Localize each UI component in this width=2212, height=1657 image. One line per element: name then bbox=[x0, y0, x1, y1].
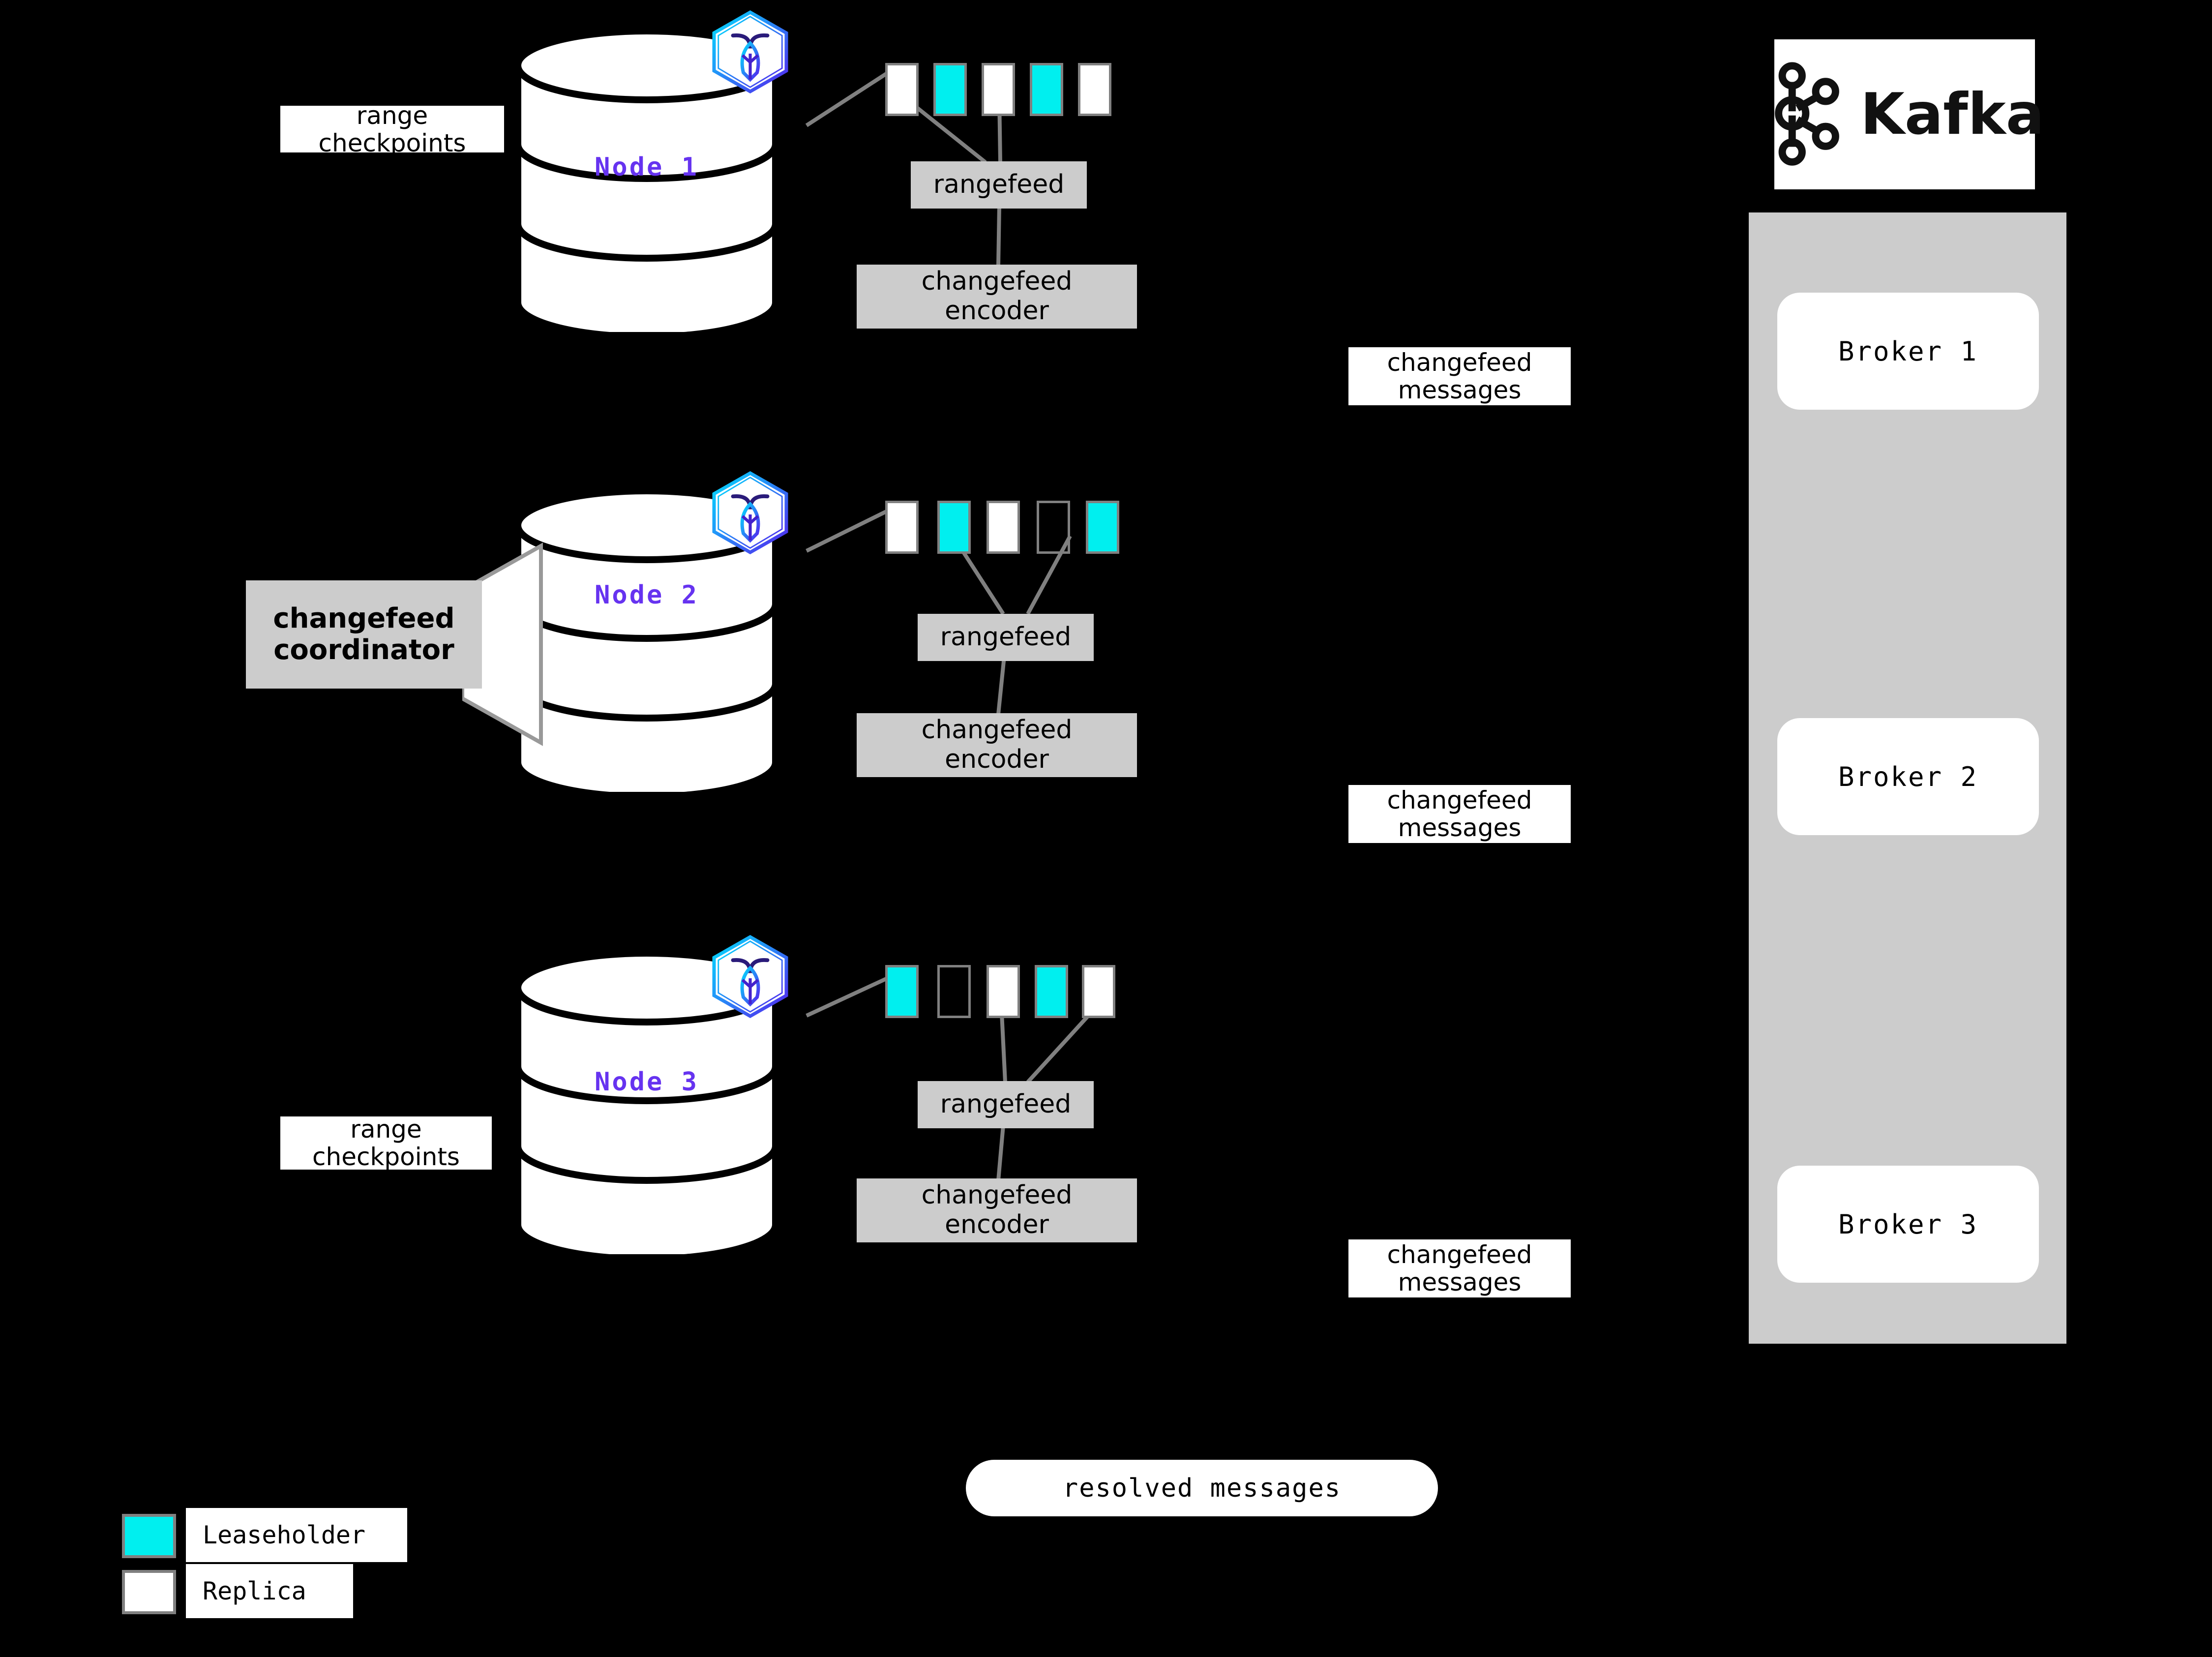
kafka-logo-text: Kafka bbox=[1860, 81, 2045, 148]
changefeed-messages-line2: messages bbox=[1398, 376, 1522, 404]
cockroachdb-hexagon-icon bbox=[707, 9, 793, 95]
node-1-label: Node 1 bbox=[595, 152, 699, 182]
changefeed-messages-line2: messages bbox=[1398, 1268, 1522, 1296]
node-1-changefeed-encoder-box[interactable]: changefeed encoder bbox=[857, 265, 1137, 329]
cockroachdb-hexagon-icon bbox=[707, 470, 793, 556]
range-replica[interactable] bbox=[986, 965, 1020, 1018]
resolved-messages-label: resolved messages bbox=[1062, 1473, 1342, 1503]
encoder-line1: changefeed bbox=[921, 1180, 1073, 1210]
range-replica[interactable] bbox=[986, 501, 1020, 554]
range-replica[interactable] bbox=[1078, 63, 1111, 116]
coordinator-line2: coordinator bbox=[273, 634, 454, 666]
range-leaseholder[interactable] bbox=[1086, 501, 1119, 554]
range-replica[interactable] bbox=[885, 63, 919, 116]
node-3-label: Node 3 bbox=[595, 1067, 699, 1097]
range-checkpoints-line2: checkpoints bbox=[312, 1143, 460, 1170]
rangefeed-label: rangefeed bbox=[933, 170, 1065, 200]
range-checkpoints-line1: range bbox=[350, 1116, 422, 1144]
broker-1[interactable]: Broker 1 bbox=[1777, 293, 2039, 410]
encoder-line2: encoder bbox=[945, 1210, 1049, 1239]
range-empty[interactable] bbox=[1037, 501, 1070, 554]
node-2-changefeed-encoder-box[interactable]: changefeed encoder bbox=[857, 713, 1137, 777]
range-checkpoints-line1: range bbox=[356, 106, 428, 130]
broker-label: Broker 2 bbox=[1838, 761, 1978, 792]
changefeed-messages-line1: changefeed bbox=[1387, 348, 1532, 377]
range-leaseholder[interactable] bbox=[937, 501, 971, 554]
range-empty[interactable] bbox=[937, 965, 971, 1018]
kafka-nodes-icon bbox=[1765, 60, 1849, 168]
resolved-messages-oval[interactable]: resolved messages bbox=[966, 1460, 1438, 1516]
cockroachdb-hexagon-icon bbox=[707, 934, 793, 1020]
changefeed-messages-line2: messages bbox=[1398, 813, 1522, 842]
broker-3[interactable]: Broker 3 bbox=[1777, 1166, 2039, 1283]
range-leaseholder[interactable] bbox=[885, 965, 919, 1018]
changefeed-messages-label-2: changefeed messages bbox=[1348, 785, 1571, 843]
range-leaseholder[interactable] bbox=[933, 63, 967, 116]
kafka-logo-box: Kafka bbox=[1774, 39, 2044, 189]
legend-label-replica: Replica bbox=[186, 1564, 353, 1618]
node-3-changefeed-encoder-box[interactable]: changefeed encoder bbox=[857, 1178, 1137, 1242]
rangefeed-label: rangefeed bbox=[940, 1089, 1072, 1119]
encoder-line1: changefeed bbox=[921, 715, 1073, 745]
changefeed-messages-line1: changefeed bbox=[1387, 786, 1532, 814]
node-2-cylinder: Node 2 bbox=[514, 487, 779, 792]
node-1-range-checkpoints-label: range checkpoints bbox=[280, 106, 504, 152]
legend-label-leaseholder: Leaseholder bbox=[186, 1508, 407, 1562]
changefeed-messages-label-1: changefeed messages bbox=[1348, 347, 1571, 405]
changefeed-coordinator-box[interactable]: changefeed coordinator bbox=[246, 580, 482, 689]
broker-label: Broker 3 bbox=[1838, 1208, 1978, 1240]
node-3-rangefeed-box[interactable]: rangefeed bbox=[918, 1081, 1094, 1128]
legend-swatch-replica bbox=[122, 1570, 176, 1614]
node-1-rangefeed-box[interactable]: rangefeed bbox=[911, 161, 1087, 209]
legend-swatch-leaseholder bbox=[122, 1514, 176, 1558]
range-leaseholder[interactable] bbox=[1030, 63, 1063, 116]
node-2-label: Node 2 bbox=[595, 580, 699, 610]
broker-2[interactable]: Broker 2 bbox=[1777, 718, 2039, 835]
range-leaseholder[interactable] bbox=[1035, 965, 1068, 1018]
rangefeed-label: rangefeed bbox=[940, 622, 1072, 652]
encoder-line2: encoder bbox=[945, 745, 1049, 774]
range-replica[interactable] bbox=[1082, 965, 1115, 1018]
coordinator-line1: changefeed bbox=[273, 602, 455, 634]
range-replica[interactable] bbox=[885, 501, 919, 554]
node-2-rangefeed-box[interactable]: rangefeed bbox=[918, 614, 1094, 661]
range-checkpoints-line2: checkpoints bbox=[318, 128, 466, 153]
range-replica[interactable] bbox=[982, 63, 1015, 116]
broker-label: Broker 1 bbox=[1838, 335, 1978, 367]
node-3-range-checkpoints-label: range checkpoints bbox=[280, 1116, 492, 1170]
kafka-outbound-arrow bbox=[2079, 339, 2114, 355]
changefeed-messages-line1: changefeed bbox=[1387, 1240, 1532, 1269]
encoder-line2: encoder bbox=[945, 296, 1049, 326]
changefeed-messages-label-3: changefeed messages bbox=[1348, 1239, 1571, 1297]
node-3-cylinder: Node 3 bbox=[514, 949, 779, 1254]
encoder-line1: changefeed bbox=[921, 267, 1073, 297]
